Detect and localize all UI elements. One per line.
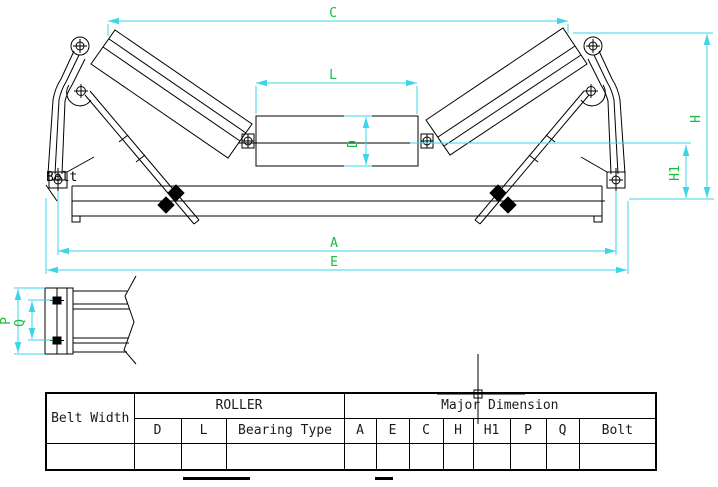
table-header-e: E bbox=[375, 417, 410, 444]
table-header-h: H bbox=[442, 417, 474, 444]
clamp-plate bbox=[157, 196, 175, 214]
dim-label-c: C bbox=[329, 6, 337, 21]
table-header-bolt: Bolt bbox=[578, 417, 657, 444]
clamp-plate bbox=[489, 184, 507, 202]
table-header-h1: H1 bbox=[472, 417, 511, 444]
spec-table: Belt Width ROLLER Major Dimension D L Be… bbox=[45, 392, 658, 471]
break-line bbox=[123, 275, 137, 365]
base-frame bbox=[71, 185, 605, 223]
dimension-d: D bbox=[344, 115, 372, 167]
clamp-plate bbox=[167, 184, 185, 202]
table-header-bearing-type: Bearing Type bbox=[225, 417, 345, 444]
center-roller bbox=[238, 115, 436, 167]
table-cell-c bbox=[408, 442, 444, 471]
table-cell-a bbox=[343, 442, 377, 471]
pivot-bolt-icon bbox=[73, 39, 87, 53]
table-header-belt-width: Belt Width bbox=[45, 392, 135, 444]
dimension-l: L bbox=[255, 68, 418, 114]
dimension-p: P bbox=[0, 287, 45, 355]
left-support-arm bbox=[47, 36, 92, 175]
table-cell-q bbox=[545, 442, 580, 471]
bolt-label: Bolt bbox=[46, 170, 77, 185]
table-header-major-dimension-group: Major Dimension bbox=[343, 392, 657, 419]
right-bolt-plate bbox=[580, 156, 626, 212]
table-cell-e bbox=[375, 442, 410, 471]
dimension-e: E bbox=[45, 198, 629, 274]
table-header-p: P bbox=[509, 417, 547, 444]
bolt-callout: Bolt bbox=[45, 170, 77, 202]
dim-label-d: D bbox=[346, 140, 361, 148]
table-cell-l bbox=[180, 442, 227, 471]
right-support-arm bbox=[580, 36, 626, 175]
pivot-bolt-icon bbox=[580, 84, 606, 107]
dim-label-a: A bbox=[330, 236, 338, 251]
left-bearing-block bbox=[241, 133, 255, 149]
table-header-a: A bbox=[343, 417, 377, 444]
left-tension-rod bbox=[84, 90, 200, 225]
end-view bbox=[44, 275, 137, 365]
table-cell-d bbox=[133, 442, 182, 471]
dim-label-l: L bbox=[329, 68, 337, 83]
table-header-roller-group: ROLLER bbox=[133, 392, 345, 419]
right-bearing-block bbox=[420, 133, 434, 149]
clamp-plate bbox=[499, 196, 517, 214]
dimension-c: C bbox=[107, 6, 569, 36]
dim-label-e: E bbox=[330, 255, 338, 270]
dim-label-h1: H1 bbox=[668, 165, 683, 181]
table-cell-p bbox=[509, 442, 547, 471]
table-cell-bearing-type bbox=[225, 442, 345, 471]
dim-label-q: Q bbox=[13, 319, 28, 327]
table-header-c: C bbox=[408, 417, 444, 444]
dim-label-p: P bbox=[0, 317, 14, 325]
table-cell-bolt bbox=[578, 442, 657, 471]
arm-top-cap bbox=[70, 36, 90, 56]
left-wing-roller bbox=[90, 29, 253, 159]
dimension-a: A bbox=[57, 191, 617, 255]
right-tension-rod bbox=[474, 90, 590, 225]
table-header-d: D bbox=[133, 417, 182, 444]
table-cell-belt-width bbox=[45, 442, 135, 471]
pivot-bolt-icon bbox=[586, 39, 600, 53]
table-cell-h bbox=[442, 442, 474, 471]
pivot-bolt-icon bbox=[66, 84, 92, 107]
table-cell-h1 bbox=[472, 442, 511, 471]
artifact-dash bbox=[183, 477, 250, 480]
table-header-l: L bbox=[180, 417, 227, 444]
dim-label-h: H bbox=[689, 115, 704, 123]
dimension-h1: H1 bbox=[410, 142, 691, 199]
table-header-q: Q bbox=[545, 417, 580, 444]
dimension-h: H bbox=[573, 32, 714, 200]
artifact-dash bbox=[375, 477, 393, 480]
dimension-q: Q bbox=[13, 299, 53, 341]
arm-top-cap bbox=[583, 36, 603, 56]
right-wing-roller bbox=[425, 27, 588, 156]
